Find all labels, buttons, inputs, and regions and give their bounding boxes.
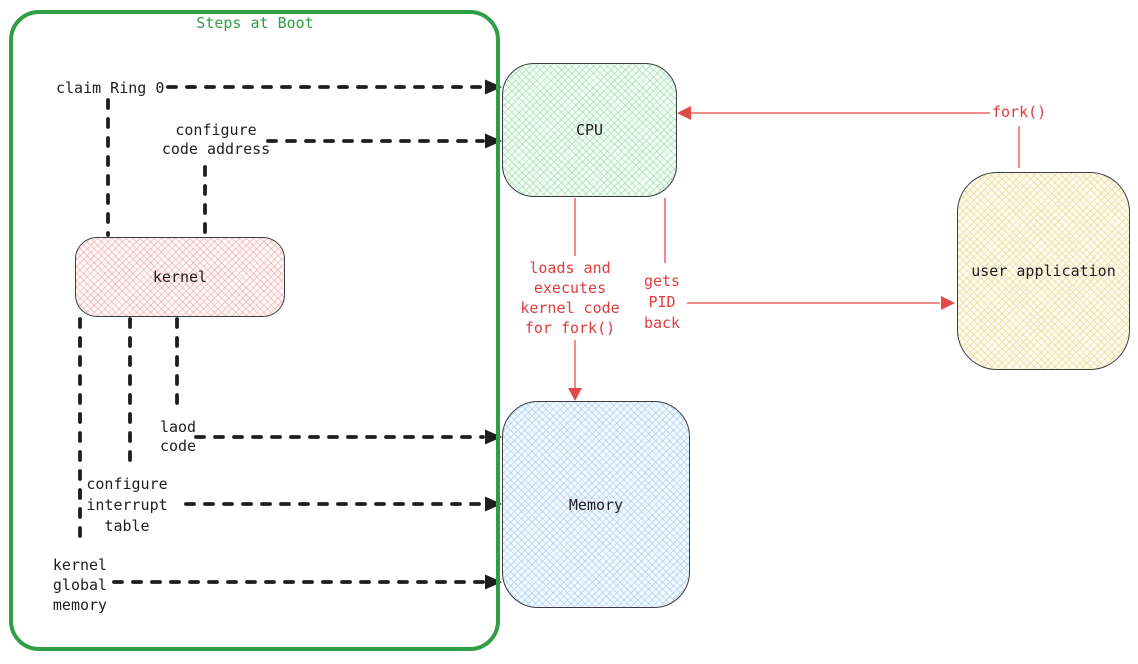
loads-executes-arrowhead	[568, 388, 582, 401]
gets-pid-back-label: gets PID back	[643, 272, 681, 332]
kernel-global-memory-arrowhead	[485, 574, 502, 590]
configure-code-address-label: configure code address	[161, 121, 271, 158]
node-user-application: user application	[957, 172, 1130, 370]
user-application-label: user application	[971, 262, 1116, 280]
configure-interrupt-table-arrowhead	[485, 496, 502, 512]
claim-ring0-arrowhead	[485, 79, 502, 95]
configure-interrupt-table-label: configure interrupt table	[86, 475, 168, 535]
configure-code-address-arrowhead	[485, 133, 502, 149]
claim-ring0-label: claim Ring 0	[56, 79, 165, 97]
frame-title: Steps at Boot	[196, 14, 314, 32]
node-kernel: kernel	[75, 237, 285, 317]
gets-pid-arrowhead	[941, 296, 955, 310]
load-code-arrowhead	[485, 429, 502, 445]
kernel-global-memory-label: kernel global memory	[52, 556, 108, 614]
node-memory: Memory	[502, 401, 690, 608]
load-code-label: laod code	[159, 418, 197, 455]
cpu-label: CPU	[575, 121, 604, 139]
fork-call-label: fork()	[992, 103, 1047, 121]
node-cpu: CPU	[502, 63, 677, 197]
steps-at-boot-frame	[9, 10, 500, 651]
loads-and-executes-label: loads and executes kernel code for fork(…	[520, 259, 620, 337]
memory-label: Memory	[568, 495, 624, 514]
kernel-label: kernel	[152, 268, 208, 286]
fork-arrowhead	[677, 106, 691, 120]
